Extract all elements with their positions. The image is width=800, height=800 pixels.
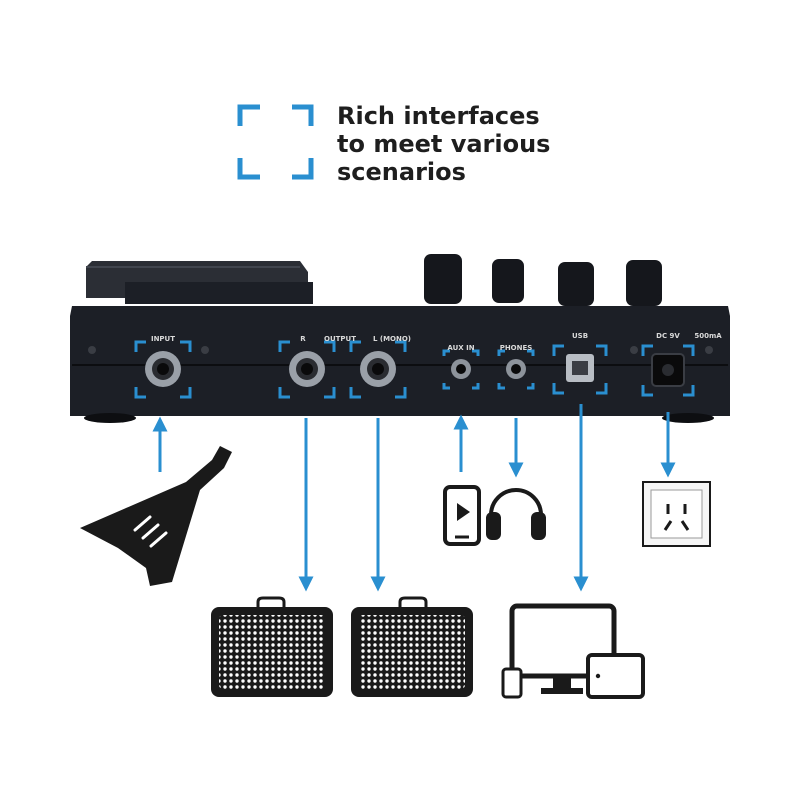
small-phone-icon: [501, 667, 523, 699]
headphones-icon: [486, 488, 546, 540]
knob: [626, 260, 662, 306]
focus-bracket-icon: [237, 104, 314, 180]
label-dc: DC 9V: [656, 332, 680, 340]
guitar-icon: [80, 446, 232, 586]
connection-arrows: [152, 404, 676, 592]
device-rear-panel: INPUT R OUTPUT L (MONO) AUX IN PHONES US…: [70, 254, 730, 423]
knob: [424, 254, 462, 304]
label-aux-in: AUX IN: [447, 344, 474, 352]
headline-line-1: Rich interfaces: [337, 102, 540, 130]
label-output-r: R: [300, 335, 306, 343]
amplifier-icon: [351, 596, 473, 697]
label-current: 500mA: [694, 332, 722, 340]
knob: [492, 259, 524, 303]
amplifier-icon: [211, 596, 333, 697]
headline-line-2: to meet various: [337, 130, 551, 158]
headline: Rich interfaces to meet various scenario…: [337, 102, 550, 186]
knob: [558, 262, 594, 306]
label-usb: USB: [572, 332, 588, 340]
headline-line-3: scenarios: [337, 158, 466, 186]
phone-play-icon: [443, 485, 481, 546]
label-output: OUTPUT: [324, 335, 356, 343]
computer-icon: [509, 603, 617, 694]
label-phones: PHONES: [500, 344, 533, 352]
label-output-l-mono: L (MONO): [373, 335, 411, 343]
tablet-icon: [586, 653, 645, 699]
power-socket-icon: [642, 481, 711, 547]
label-input: INPUT: [151, 335, 175, 343]
